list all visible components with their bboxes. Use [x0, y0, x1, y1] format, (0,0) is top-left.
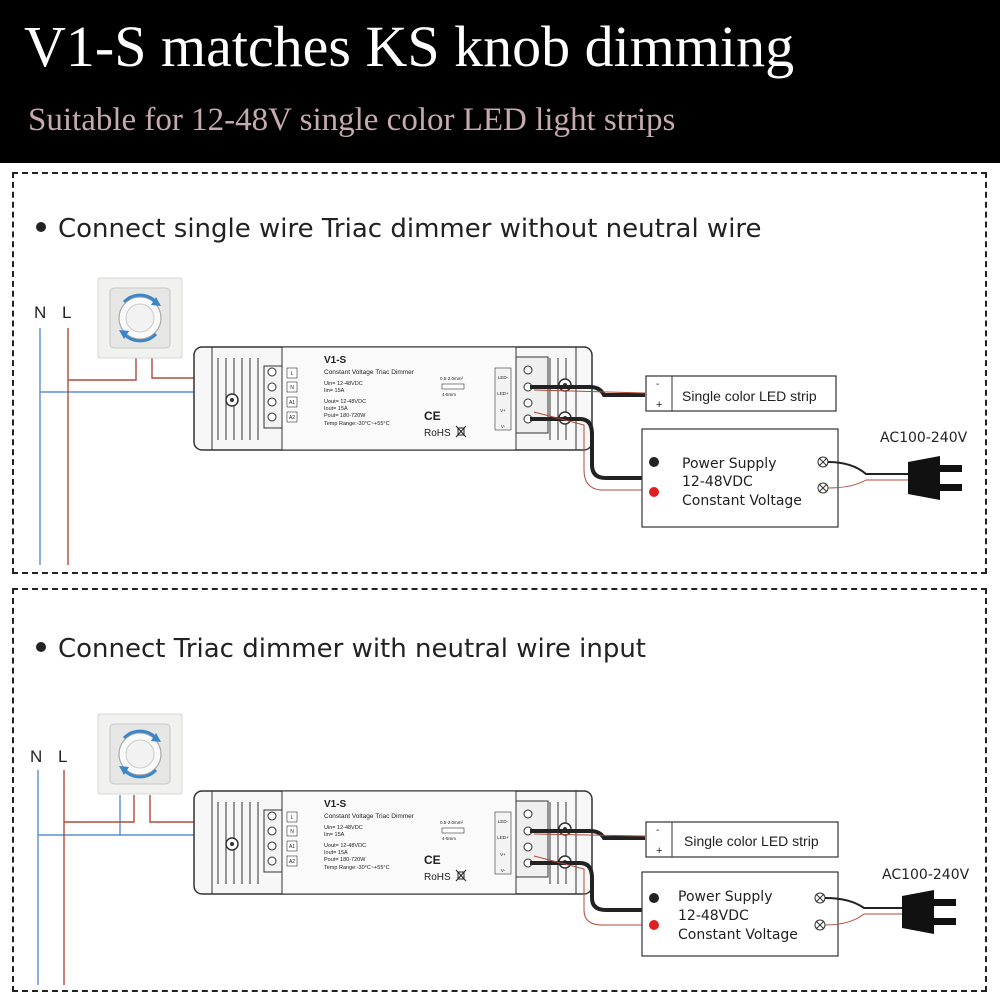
led-strip-plus-label: +	[656, 399, 662, 411]
power-supply-cable	[530, 411, 660, 491]
led-strip-minus-label: -	[656, 825, 659, 836]
ac-cable	[824, 897, 906, 926]
diagram-panel-2	[12, 588, 987, 992]
ps-title: Power Supply	[678, 889, 773, 905]
ps-positive-terminal	[649, 487, 659, 497]
output-terminal-v-minus: V-	[501, 868, 506, 873]
input-terminal-l: L	[291, 815, 294, 821]
output-terminal-v-plus: V+	[500, 408, 506, 413]
ac-plug-icon	[902, 890, 956, 934]
strip-length-label: 4-5mm	[442, 836, 456, 841]
wire-size-label: 0.5-2.0mm²	[440, 820, 464, 825]
mains-l-label: L	[58, 747, 67, 766]
power-supply: Power Supply 12-48VDC Constant Voltage	[641, 428, 839, 528]
strip-length-label: 4-5mm	[442, 392, 456, 397]
led-strip-label: Single color LED strip	[684, 833, 819, 849]
controller-model: V1-S	[324, 799, 347, 810]
power-supply-cable	[530, 855, 652, 926]
spec-uout: Uout= 12-48VDC	[324, 843, 366, 849]
ac-cable	[827, 461, 912, 489]
knob-dimmer	[97, 713, 183, 795]
output-terminal-led-minus: LED-	[498, 819, 509, 824]
diagram-panel-1	[12, 172, 987, 574]
diagram-2-heading: Connect Triac dimmer with neutral wire i…	[36, 634, 646, 664]
knob-dimmer	[97, 277, 183, 359]
spec-uout: Uout= 12-48VDC	[324, 399, 366, 405]
controller-type: Constant Voltage Triac Dimmer	[324, 813, 415, 820]
output-terminal-led-plus: LED+	[497, 391, 509, 396]
bullet-icon	[36, 641, 46, 652]
spec-temp-range: Temp Range:-30°C~+55°C	[324, 865, 390, 871]
page-title: V1-S matches KS knob dimming	[24, 14, 795, 79]
rotate-arrow-icon	[122, 729, 158, 740]
mains-n-label: N	[34, 303, 46, 322]
led-strip-label: Single color LED strip	[682, 388, 817, 404]
led-strip-cable	[530, 829, 646, 840]
input-terminal-n: N	[290, 385, 294, 391]
ps-negative-terminal	[649, 457, 659, 467]
page-subtitle: Suitable for 12-48V single color LED lig…	[28, 102, 676, 138]
output-terminal-v-minus: V-	[501, 424, 506, 429]
spec-pout: Pout= 180-720W	[324, 413, 366, 419]
input-terminal-a2: A2	[289, 859, 295, 865]
ce-mark: CE	[424, 409, 441, 423]
input-terminal-a1: A1	[289, 844, 295, 850]
spec-iout: Iout= 15A	[324, 406, 348, 412]
ps-type: Constant Voltage	[682, 493, 802, 509]
input-terminal-l: L	[291, 371, 294, 377]
output-terminal-led-minus: LED-	[498, 375, 509, 380]
controller-type: Constant Voltage Triac Dimmer	[324, 369, 415, 376]
mains-l-label: L	[62, 303, 71, 322]
input-terminal-a2: A2	[289, 415, 295, 421]
led-strip-plus-label: +	[656, 845, 662, 857]
v1-s-controller: L N A1 A2 V1-S Constant Voltage Triac Di…	[193, 790, 593, 895]
wire-strip-icon	[441, 827, 465, 834]
mains-n-label: N	[30, 747, 42, 766]
ce-mark: CE	[424, 853, 441, 867]
spec-iout: Iout= 15A	[324, 850, 348, 856]
led-strip-minus-label: -	[656, 379, 659, 390]
bullet-icon	[36, 221, 46, 232]
weee-bin-icon	[455, 425, 467, 438]
power-supply: Power Supply 12-48VDC Constant Voltage	[641, 871, 839, 957]
ps-title: Power Supply	[682, 456, 777, 472]
rotate-arrow-icon	[122, 293, 158, 304]
v1-s-controller: L N A1 A2 V1-S Constant Voltage Triac Di…	[193, 346, 593, 451]
spec-uin: Uin= 12-48VDC	[324, 825, 363, 831]
diagram-1-heading: Connect single wire Triac dimmer without…	[36, 214, 762, 244]
spec-iin: Iin= 15A	[324, 832, 345, 838]
ac-voltage-label: AC100-240V	[880, 430, 968, 446]
ps-voltage: 12-48VDC	[678, 908, 749, 924]
input-terminal-n: N	[290, 829, 294, 835]
wire-size-label: 0.5-2.0mm²	[440, 376, 464, 381]
ac-voltage-label: AC100-240V	[882, 867, 970, 883]
led-strip: - + Single color LED strip	[645, 375, 837, 412]
weee-bin-icon	[455, 869, 467, 882]
spec-temp-range: Temp Range:-30°C~+55°C	[324, 421, 390, 427]
ps-positive-terminal	[649, 920, 659, 930]
ps-voltage: 12-48VDC	[682, 474, 753, 490]
spec-uin: Uin= 12-48VDC	[324, 381, 363, 387]
ps-type: Constant Voltage	[678, 927, 798, 943]
led-strip-cable	[530, 385, 646, 397]
ac-plug-icon	[908, 456, 962, 500]
spec-pout: Pout= 180-720W	[324, 857, 366, 863]
output-terminal-led-plus: LED+	[497, 835, 509, 840]
led-strip: - + Single color LED strip	[645, 821, 839, 858]
spec-iin: Iin= 15A	[324, 388, 345, 394]
wire-strip-icon	[441, 383, 465, 390]
rohs-mark: RoHS	[424, 428, 451, 439]
controller-model: V1-S	[324, 355, 347, 366]
output-terminal-v-plus: V+	[500, 852, 506, 857]
title-banner: V1-S matches KS knob dimming Suitable fo…	[0, 0, 1000, 163]
ps-negative-terminal	[649, 893, 659, 903]
input-terminal-a1: A1	[289, 400, 295, 406]
rohs-mark: RoHS	[424, 872, 451, 883]
